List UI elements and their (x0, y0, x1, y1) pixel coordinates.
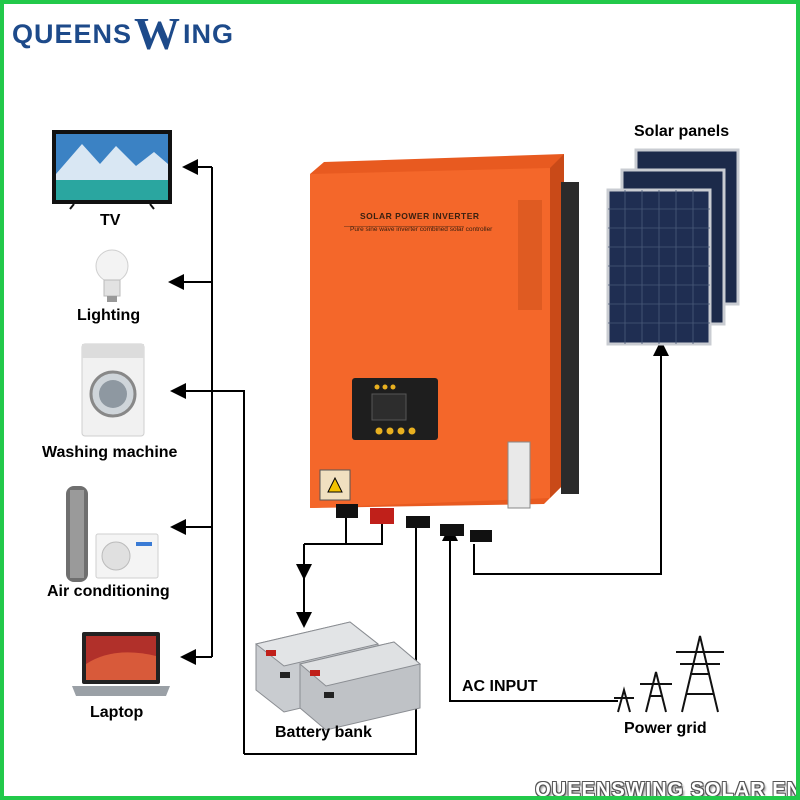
label-solar-panels: Solar panels (634, 123, 730, 140)
wire-battery-neg (304, 514, 347, 545)
terminal-block-ac-in (440, 524, 464, 536)
wire-solar-to-inverter (473, 340, 669, 575)
inverter-title: SOLAR POWER INVERTER (360, 211, 480, 221)
wiring-diagram (52, 130, 740, 755)
label-laptop: Laptop (90, 704, 144, 721)
label-battery-bank: Battery bank (275, 724, 372, 741)
laptop-icon (72, 632, 170, 696)
label-power-grid: Power grid (624, 720, 707, 737)
wire-to-washing-machine (170, 383, 245, 754)
power-grid-icon (614, 635, 724, 713)
terminal-block-pv (470, 530, 492, 542)
queenswing-logo: QUEENS W ING (12, 8, 235, 59)
logo-text-right: ING (183, 18, 235, 49)
inverter-indicator-leds (374, 384, 396, 390)
wire-battery-pos (346, 524, 383, 545)
label-lighting: Lighting (77, 307, 141, 324)
inverter-subtitle: Pure sine wave inverter combined solar c… (350, 226, 493, 233)
air-conditioner-icon (66, 486, 159, 582)
inverter-lcd (371, 393, 407, 421)
battery-terminal-negative (336, 504, 358, 518)
solar-panels-icon (606, 148, 740, 346)
tv-icon (52, 130, 172, 210)
logo-w-mark: W (134, 8, 182, 59)
footer-watermark: QUEENSWING SOLAR EN (535, 779, 800, 800)
battery-terminal-positive (370, 508, 394, 524)
wire-ac-input (442, 525, 618, 702)
light-bulb-icon (95, 249, 129, 302)
label-air-conditioning: Air conditioning (47, 583, 170, 600)
wire-output-to-inverter (244, 522, 417, 755)
label-ac-input: AC INPUT (462, 678, 538, 695)
inverter-buttons (375, 427, 416, 435)
inverter-vent (518, 200, 542, 310)
terminal-block-ac-out (406, 516, 430, 528)
battery-bank-icon (254, 621, 422, 731)
label-washing-machine: Washing machine (42, 444, 178, 461)
inverter-spec-label (507, 441, 531, 509)
inverter-unit (310, 154, 579, 542)
washing-machine-icon (81, 343, 145, 437)
label-tv: TV (100, 212, 121, 229)
logo-text-left: QUEENS (12, 18, 133, 49)
